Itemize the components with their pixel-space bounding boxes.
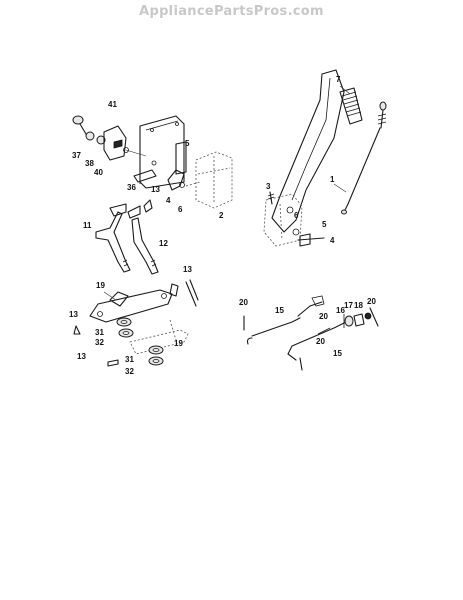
- callout-c7: 7: [336, 75, 341, 84]
- pivot-block-2: [195, 151, 233, 209]
- callout-c11: 11: [83, 221, 92, 230]
- lever-mount-bracket: [263, 191, 325, 247]
- callout-c20a: 20: [239, 298, 248, 307]
- callout-c4b: 4: [330, 236, 335, 245]
- callout-c19b: 19: [174, 339, 183, 348]
- callout-c1: 1: [330, 175, 335, 184]
- callout-c15b: 15: [333, 349, 342, 358]
- ferrule-spring-16-18: [343, 307, 379, 328]
- callout-c16: 16: [336, 306, 345, 315]
- bracket-36: [133, 169, 157, 184]
- lever-grip-spring-7: [339, 85, 363, 125]
- callout-c20d: 20: [316, 337, 325, 346]
- callout-c31a: 31: [95, 328, 104, 337]
- callout-c19a: 19: [96, 281, 105, 290]
- callout-c20c: 20: [367, 297, 376, 306]
- callout-c6b: 6: [294, 211, 299, 220]
- callout-c5a: 5: [185, 139, 190, 148]
- callout-c12: 12: [159, 239, 168, 248]
- lift-arm-11: [95, 203, 131, 273]
- callout-c31b: 31: [125, 355, 134, 364]
- callout-c36: 36: [127, 183, 136, 192]
- washers-31-32: [116, 317, 164, 366]
- callout-c37: 37: [72, 151, 81, 160]
- lift-lever-arm: [271, 69, 345, 233]
- callout-c5b: 5: [322, 220, 327, 229]
- callout-c41: 41: [108, 100, 117, 109]
- callout-c38: 38: [85, 159, 94, 168]
- callout-c32b: 32: [125, 367, 134, 376]
- callout-c3: 3: [266, 182, 271, 191]
- callout-c15a: 15: [275, 306, 284, 315]
- watermark-text: AppliancePartsPros.com: [139, 4, 324, 19]
- callout-c13b: 13: [183, 265, 192, 274]
- callout-c32a: 32: [95, 338, 104, 347]
- callout-c4a: 4: [166, 196, 171, 205]
- link-bracket-4-6: [167, 169, 201, 191]
- drag-link-rod-15-lower: [287, 321, 347, 371]
- callout-c20b: 20: [319, 312, 328, 321]
- callout-c6a: 6: [178, 205, 183, 214]
- link-arm-19-upper: [89, 289, 173, 323]
- lift-arm-12: [127, 199, 159, 275]
- callout-c13d: 13: [77, 352, 86, 361]
- callout-c13a: 13: [151, 185, 160, 194]
- cotter-pins-13: [73, 279, 199, 367]
- callout-c2: 2: [219, 211, 224, 220]
- control-panel-plate: [139, 115, 187, 189]
- callout-c17: 17: [344, 301, 353, 310]
- callout-c40: 40: [94, 168, 103, 177]
- drag-link-rod-15-upper: [243, 295, 325, 345]
- throttle-knob-assembly: [72, 115, 147, 161]
- callout-c18: 18: [354, 301, 363, 310]
- callout-c13c: 13: [69, 310, 78, 319]
- lift-rod-1: [333, 101, 387, 215]
- link-arm-19-lower: [129, 319, 189, 355]
